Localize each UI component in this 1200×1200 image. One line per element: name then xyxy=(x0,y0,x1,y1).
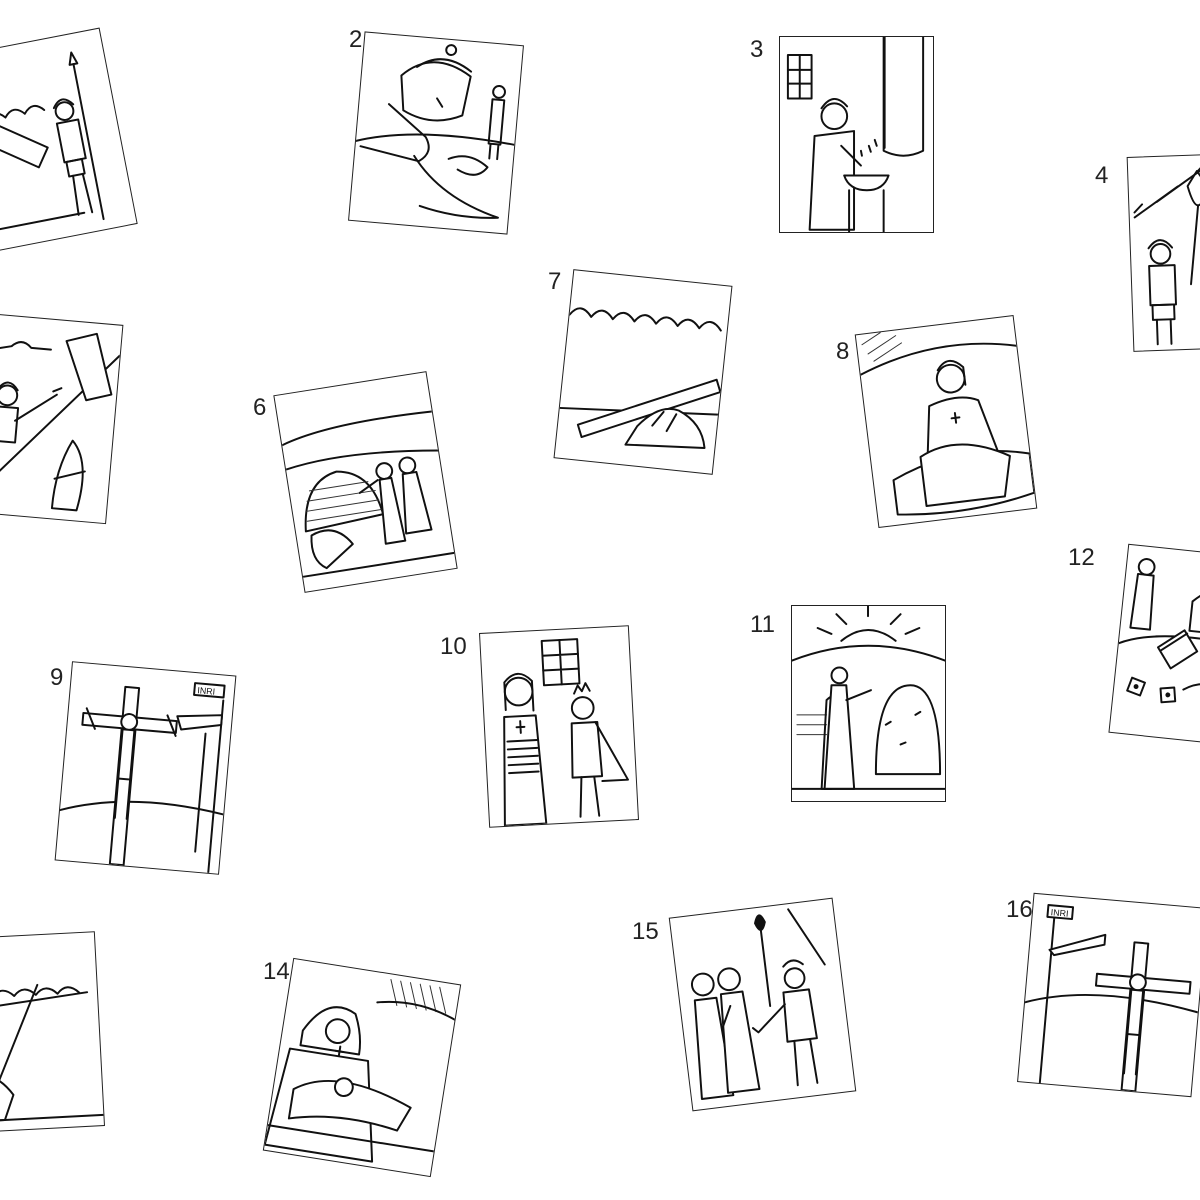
bound-man-soldier-illustration xyxy=(503,638,629,827)
station-card-14[interactable] xyxy=(262,957,462,1178)
washing-hands-illustration xyxy=(786,37,925,232)
station-number-3: 3 xyxy=(750,36,764,63)
station-number-9: 9 xyxy=(50,664,64,691)
soldier-spear-illustration xyxy=(0,51,105,231)
station-card-6[interactable] xyxy=(273,371,458,593)
station-card-15[interactable] xyxy=(668,897,857,1112)
station-card-7[interactable] xyxy=(553,269,733,475)
station-number-7: 7 xyxy=(548,268,562,295)
station-card-1[interactable] xyxy=(0,27,138,253)
station-number-4: 4 xyxy=(1095,162,1109,189)
falling-cross-illustration xyxy=(0,983,104,1124)
soldier-reaching-illustration xyxy=(355,44,516,219)
angel-tomb-illustration xyxy=(792,606,945,790)
station-number-6: 6 xyxy=(253,394,267,421)
svg-text:INRI: INRI xyxy=(1050,907,1069,919)
seated-man-illustration xyxy=(859,332,1036,516)
women-tomb-illustration xyxy=(281,410,456,578)
station-card-11[interactable] xyxy=(791,605,946,802)
mother-holding-body-illustration xyxy=(263,979,456,1163)
station-card-10[interactable] xyxy=(479,625,639,828)
station-card-4[interactable] xyxy=(1126,153,1200,352)
station-number-11: 11 xyxy=(750,611,775,638)
station-card-13[interactable] xyxy=(0,931,105,1134)
station-number-8: 8 xyxy=(836,338,850,365)
station-card-5[interactable] xyxy=(0,311,124,525)
station-number-15: 15 xyxy=(632,918,659,945)
arrest-torch-illustration xyxy=(690,908,826,1101)
svg-text:INRI: INRI xyxy=(197,685,216,697)
station-number-10: 10 xyxy=(440,633,467,660)
station-number-12: 12 xyxy=(1068,544,1095,571)
fallen-cross-illustration xyxy=(558,307,722,449)
station-number-14: 14 xyxy=(263,958,290,985)
crucifixion-illustration: INRI xyxy=(59,682,226,874)
carrying-cross-illustration xyxy=(0,332,121,512)
station-card-12[interactable] xyxy=(1108,543,1200,747)
station-card-9[interactable]: INRI xyxy=(54,661,237,875)
station-card-3[interactable] xyxy=(779,36,934,233)
station-number-2: 2 xyxy=(349,26,363,53)
station-card-2[interactable] xyxy=(348,31,524,235)
station-card-16[interactable]: INRI xyxy=(1017,892,1200,1098)
station-number-16: 16 xyxy=(1006,896,1033,923)
station-card-8[interactable] xyxy=(854,314,1038,529)
soldiers-torch-illustration xyxy=(1133,166,1200,346)
crucifixion-mirrored-illustration: INRI xyxy=(1024,904,1199,1093)
dice-soldiers-illustration xyxy=(1117,558,1200,707)
